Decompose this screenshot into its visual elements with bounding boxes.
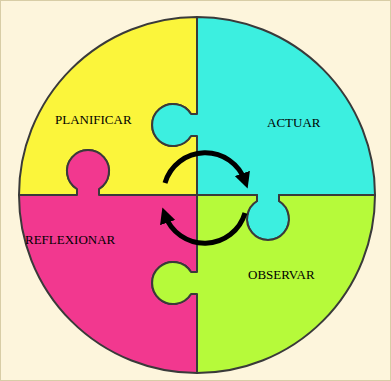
- stage-label: OBSERVAR: [248, 267, 315, 283]
- stage-label: REFLEXIONAR: [25, 232, 115, 248]
- piece-outline: [19, 150, 197, 373]
- cycle-arrow: [165, 153, 245, 183]
- piece-outline: [152, 17, 375, 240]
- stage-label: PLANIFICAR: [55, 112, 132, 128]
- puzzle-piece: REFLEXIONAR: [19, 195, 197, 373]
- puzzle-piece: ACTUAR: [197, 17, 375, 195]
- stage-label: ACTUAR: [267, 115, 320, 131]
- cycle-arrow: [165, 213, 245, 243]
- puzzle-piece: PLANIFICAR: [19, 17, 197, 195]
- piece-outline: [152, 195, 375, 373]
- piece-outline: [19, 17, 197, 195]
- puzzle-piece: OBSERVAR: [197, 195, 375, 373]
